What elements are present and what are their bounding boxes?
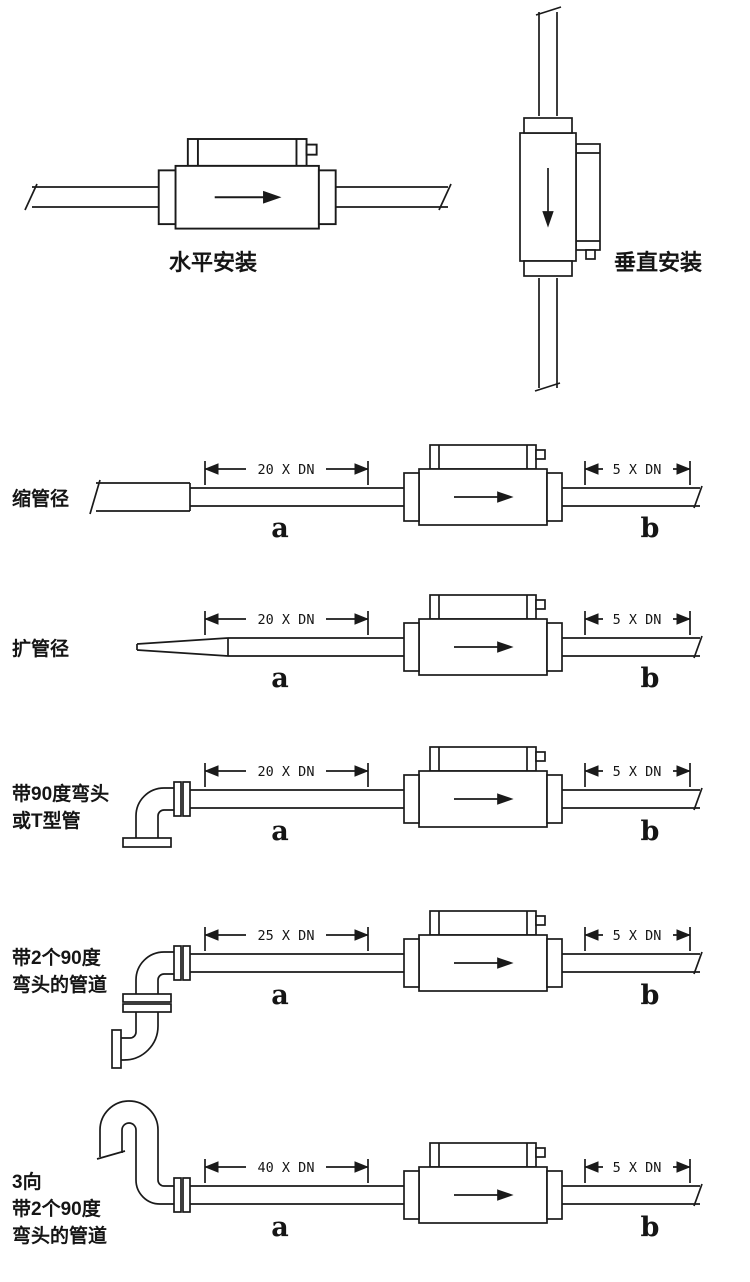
upstream-dimension: 20 X DN: [204, 610, 369, 635]
upstream-dimension-label: 20 X DN: [258, 462, 315, 478]
upstream-letter: a: [271, 663, 289, 694]
reducer-fitting: [89, 479, 191, 515]
row-label: 缩管径: [12, 487, 69, 510]
vertical-installation-label: 垂直安装: [614, 250, 702, 275]
end-flange: [111, 1029, 122, 1069]
downstream-dimension: 5 X DN: [584, 1158, 691, 1183]
row-three-way-two-90-elbows: 40 X DN 5 X DN a b 3向 带2个90度 弯头的管道: [12, 1100, 703, 1247]
row-label: 弯头的管道: [12, 1224, 107, 1247]
flow-meter: [403, 594, 563, 676]
upstream-pipe: [190, 1185, 404, 1205]
upstream-dimension: 25 X DN: [204, 926, 369, 951]
downstream-dimension-label: 5 X DN: [613, 1160, 662, 1176]
upstream-dimension: 20 X DN: [204, 460, 369, 485]
flow-meter: [519, 117, 601, 277]
double-elbow-fitting: [111, 945, 191, 1069]
downstream-dimension-label: 5 X DN: [613, 928, 662, 944]
downstream-letter: b: [641, 980, 660, 1011]
pipe-flange: [182, 1177, 191, 1213]
row-label: 3向: [12, 1170, 42, 1193]
loop-inner: [121, 1122, 137, 1131]
downstream-letter: b: [641, 513, 660, 544]
upstream-dimension-label: 40 X DN: [258, 1160, 315, 1176]
downstream-letter: b: [641, 816, 660, 847]
downstream-letter: b: [641, 1212, 660, 1243]
flow-meter: [403, 746, 563, 828]
downstream-dimension: 5 X DN: [584, 926, 691, 951]
row-expanded-diameter: 20 X DN 5 X DN a b 扩管径: [12, 594, 703, 694]
downstream-dimension: 5 X DN: [584, 610, 691, 635]
downstream-pipe: [562, 787, 703, 811]
row-label: 带2个90度: [12, 946, 102, 969]
upstream-pipe: [535, 6, 562, 116]
row-two-90-elbows: 25 X DN 5 X DN a b 带2个90度 弯头的管道: [12, 910, 703, 1069]
row-label: 弯头的管道: [12, 973, 107, 996]
downstream-dimension: 5 X DN: [584, 762, 691, 787]
upstream-pipe: [24, 183, 160, 211]
upstream-pipe: [190, 789, 404, 809]
upstream-letter: a: [271, 513, 289, 544]
flow-meter: [157, 138, 337, 230]
row-label: 带90度弯头: [12, 782, 109, 805]
pipe-flange: [173, 781, 182, 817]
upstream-pipe: [190, 953, 404, 973]
downstream-pipe: [534, 278, 561, 392]
expander-cone-fitting: [136, 637, 229, 657]
upstream-dimension-label: 25 X DN: [258, 928, 315, 944]
upstream-letter: a: [271, 980, 289, 1011]
pipe-flange: [182, 781, 191, 817]
pipe-flange: [182, 945, 191, 981]
downstream-pipe: [562, 1183, 703, 1207]
elbow-base-flange: [122, 837, 172, 848]
upstream-pipe: [190, 487, 404, 507]
upstream-dimension-label: 20 X DN: [258, 764, 315, 780]
row-label: 或T型管: [12, 809, 81, 832]
downstream-dimension-label: 5 X DN: [613, 462, 662, 478]
downstream-dimension-label: 5 X DN: [613, 612, 662, 628]
upstream-letter: a: [271, 816, 289, 847]
loop-elbow-fitting: [96, 1100, 191, 1213]
flow-meter: [403, 1142, 563, 1224]
elbow-fitting: [122, 781, 191, 848]
horizontal-installation: 水平安装: [24, 138, 452, 275]
flow-meter: [403, 910, 563, 992]
row-label: 扩管径: [12, 637, 69, 660]
pipe-flange: [173, 945, 182, 981]
vertical-installation: 垂直安装: [519, 6, 702, 392]
upstream-pipe: [228, 637, 404, 657]
row-label: 带2个90度: [12, 1197, 102, 1220]
upstream-dimension: 20 X DN: [204, 762, 369, 787]
loop-outer: [99, 1100, 159, 1131]
downstream-dimension-label: 5 X DN: [613, 764, 662, 780]
horizontal-installation-label: 水平安装: [169, 250, 257, 275]
row-90-elbow-or-tee: 20 X DN 5 X DN a b 带90度弯头 或T型管: [12, 746, 703, 848]
downstream-dimension: 5 X DN: [584, 460, 691, 485]
downstream-pipe: [562, 485, 703, 509]
downstream-pipe: [562, 635, 703, 659]
row-reduced-diameter: 20 X DN 5 X DN a b 缩管径: [12, 444, 703, 544]
downstream-letter: b: [641, 663, 660, 694]
upstream-dimension-label: 20 X DN: [258, 612, 315, 628]
mid-flange: [122, 1003, 172, 1013]
flow-meter: [403, 444, 563, 526]
downstream-pipe: [562, 951, 703, 975]
upstream-letter: a: [271, 1212, 289, 1243]
pipe-flange: [173, 1177, 182, 1213]
mid-flange: [122, 993, 172, 1003]
upstream-dimension: 40 X DN: [204, 1158, 369, 1183]
downstream-pipe: [335, 183, 452, 211]
